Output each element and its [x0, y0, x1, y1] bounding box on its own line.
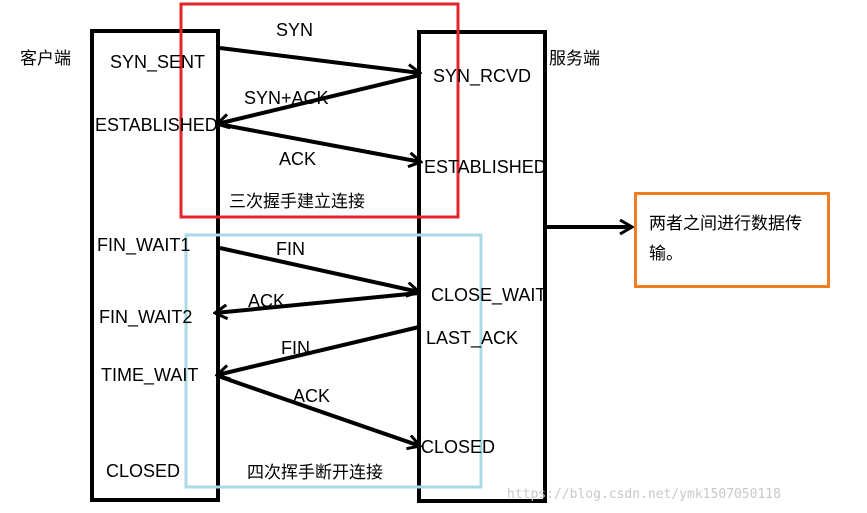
- arrow-fin-server: [217, 325, 420, 375]
- client-state-time-wait: TIME_WAIT: [101, 365, 198, 386]
- arrow-syn-ack: [217, 73, 421, 124]
- msg-ack-final: ACK: [293, 386, 330, 406]
- msg-ack-handshake: ACK: [279, 149, 316, 169]
- arrow-ack-handshake: [217, 122, 421, 162]
- arrow-fin-client: [219, 246, 419, 292]
- arrow-ack-server: [215, 291, 420, 313]
- msg-syn-ack: SYN+ACK: [244, 88, 329, 108]
- server-state-established: ESTABLISHED: [424, 157, 547, 177]
- arrow-ack-final: [217, 374, 420, 446]
- server-state-last-ack: LAST_ACK: [426, 328, 518, 349]
- client-state-established: ESTABLISHED: [95, 115, 218, 135]
- client-state-fin-wait2: FIN_WAIT2: [99, 307, 192, 328]
- server-state-syn-rcvd: SYN_RCVD: [433, 66, 531, 87]
- arrow-syn: [219, 46, 420, 73]
- handshake-box: [179, 2, 460, 219]
- handshake-caption: 三次握手建立连接: [229, 192, 365, 212]
- data-transfer-note: 两者之间进行数据传输。: [634, 192, 830, 288]
- teardown-caption: 四次挥手断开连接: [247, 463, 383, 483]
- client-side-label: 客户端: [20, 49, 71, 69]
- server-side-label: 服务端: [549, 49, 600, 69]
- data-transfer-note-text: 两者之间进行数据传输。: [649, 214, 802, 264]
- msg-ack-server: ACK: [248, 291, 285, 311]
- client-lifeline-box: [90, 29, 220, 502]
- msg-syn: SYN: [276, 20, 313, 40]
- teardown-box: [184, 233, 483, 489]
- client-state-syn-sent: SYN_SENT: [110, 52, 205, 73]
- server-state-closed: CLOSED: [421, 437, 495, 457]
- client-state-closed: CLOSED: [106, 461, 180, 481]
- client-state-fin-wait1: FIN_WAIT1: [97, 235, 190, 256]
- msg-fin-server: FIN: [281, 338, 310, 358]
- server-lifeline-box: [417, 30, 547, 503]
- server-state-close-wait: CLOSE_WAIT: [431, 285, 546, 306]
- msg-fin-client: FIN: [276, 239, 305, 259]
- watermark: https://blog.csdn.net/ymk1507050118: [507, 487, 781, 502]
